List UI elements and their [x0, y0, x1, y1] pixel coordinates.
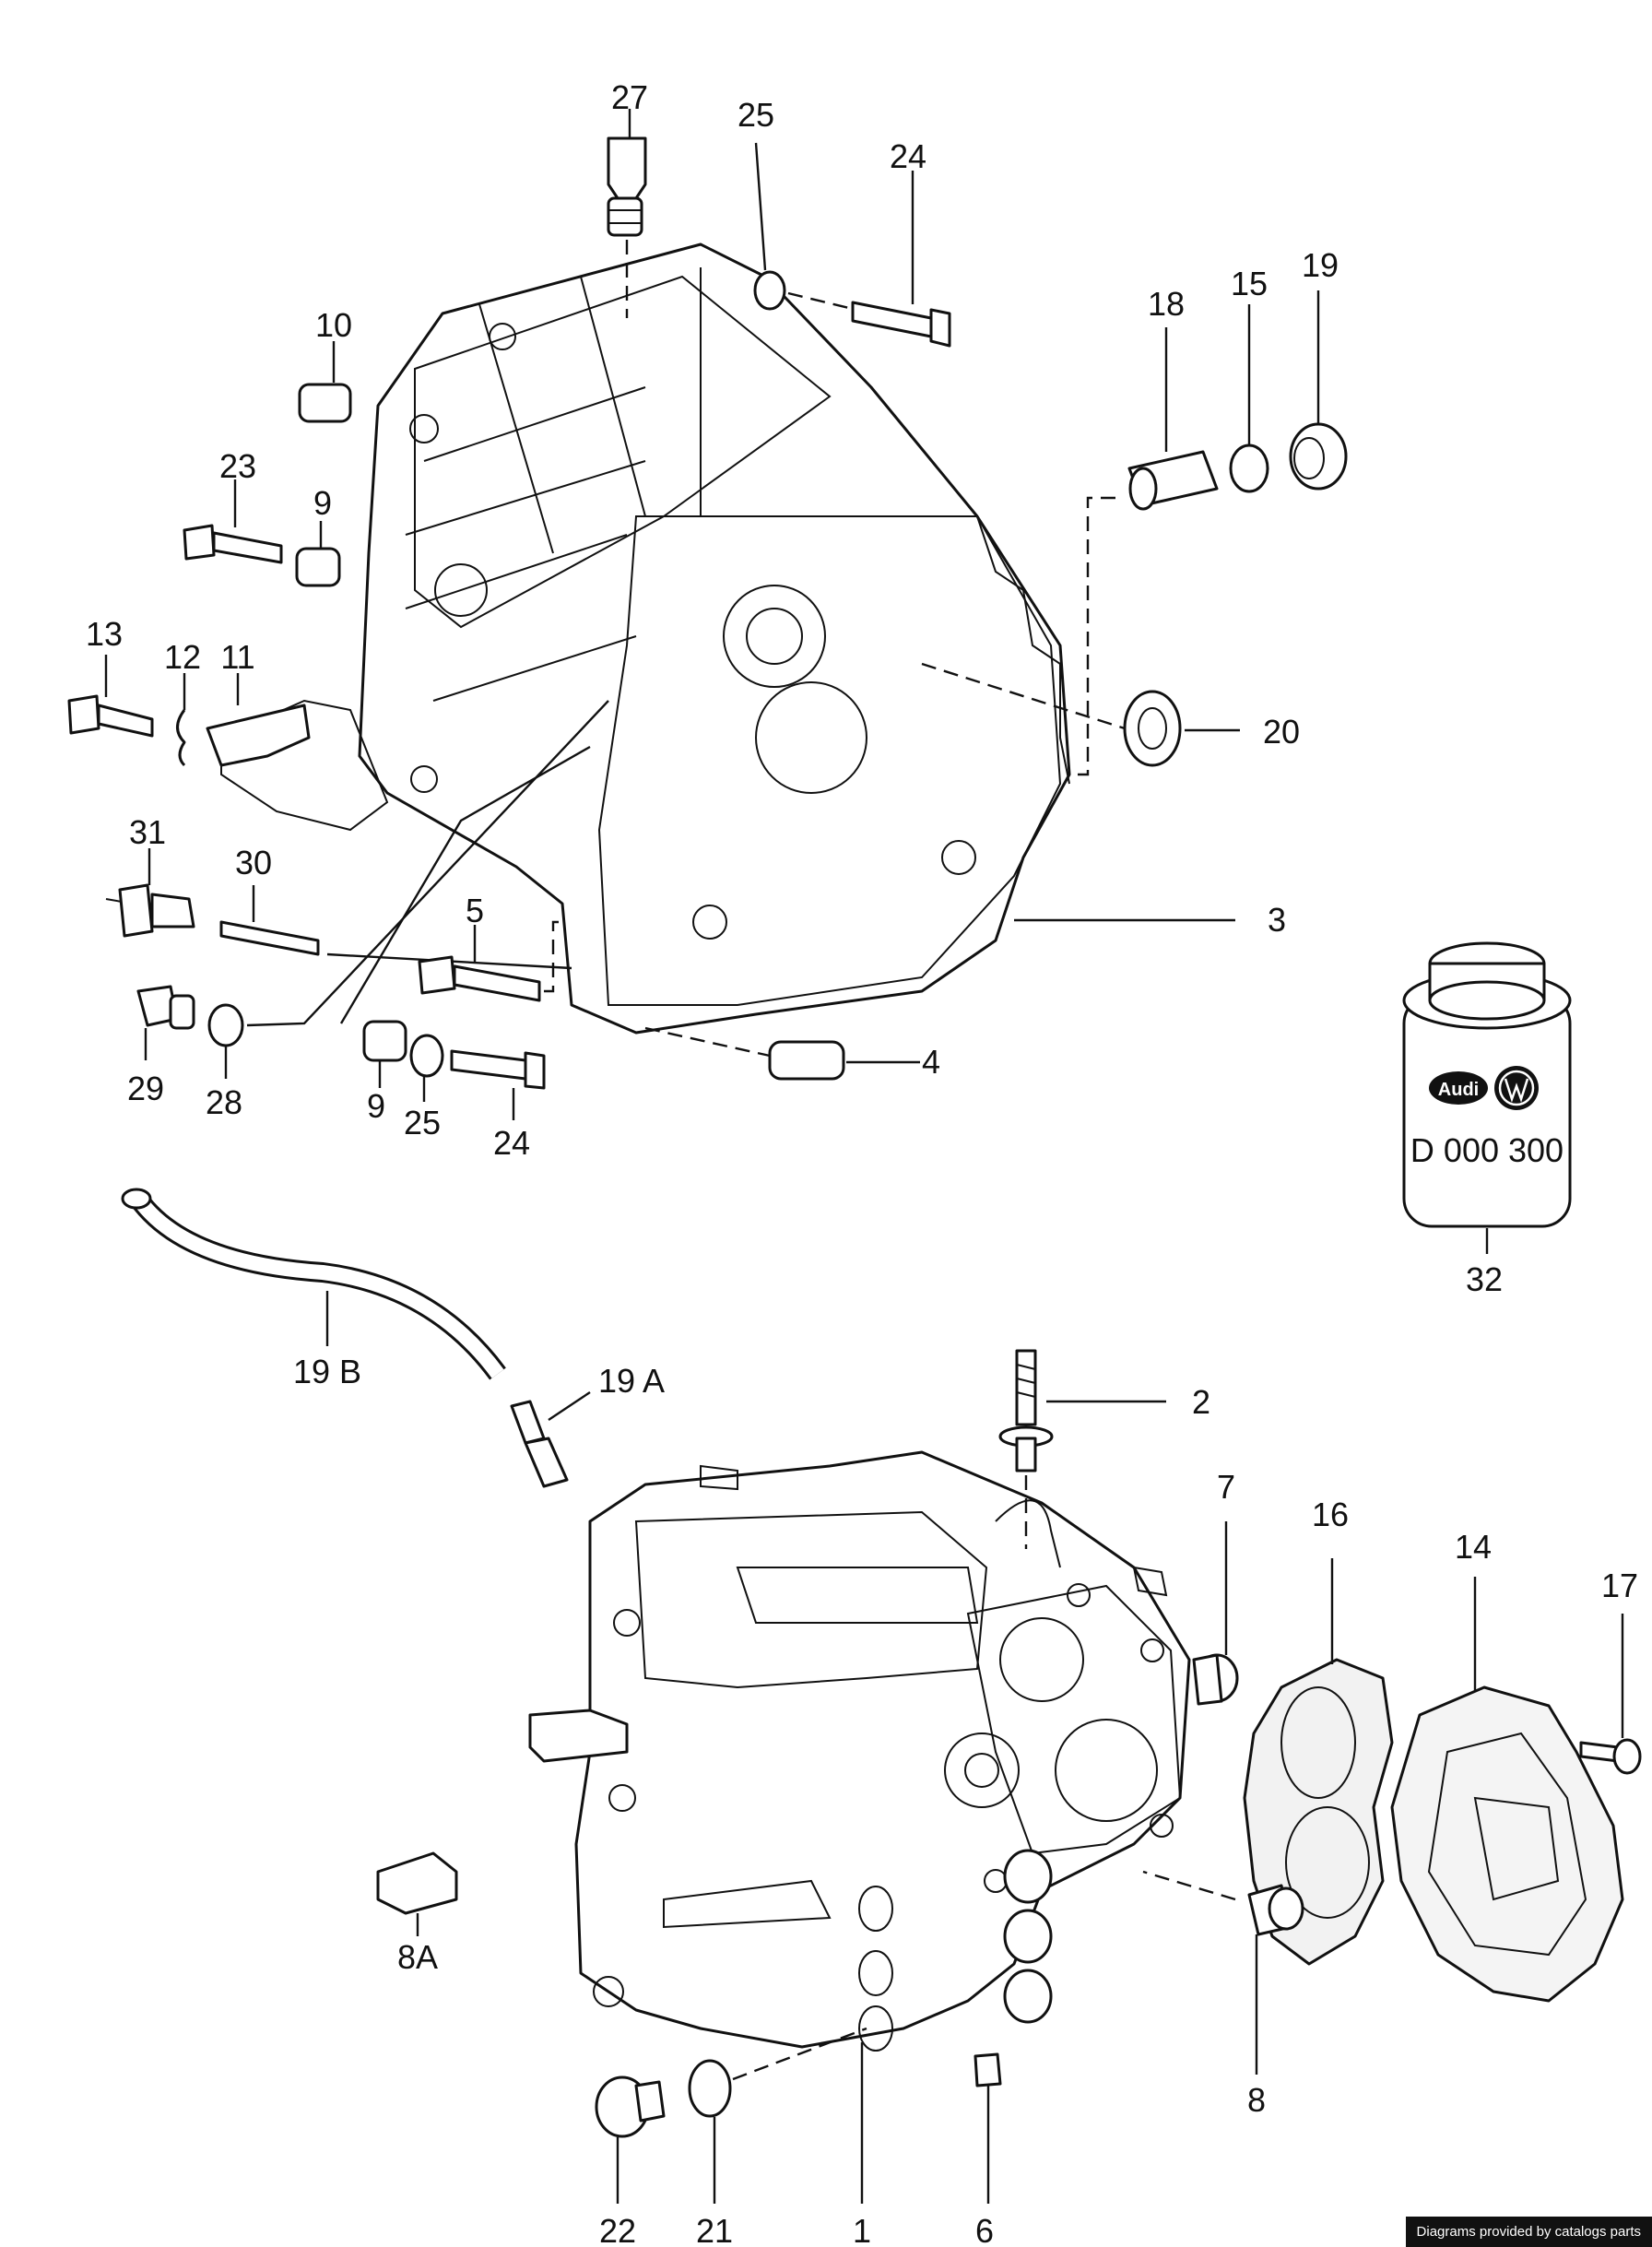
bolt-24-lower: [450, 1049, 546, 1090]
plug-6: [974, 2052, 1002, 2087]
callout-8A: 8A: [397, 1938, 438, 1976]
callout-1: 1: [853, 2212, 871, 2247]
sender-31: [105, 883, 195, 938]
plug-22: [595, 2076, 666, 2138]
callout-2: 2: [1192, 1383, 1210, 1421]
callout-5: 5: [466, 892, 484, 929]
callout-8: 8: [1247, 2081, 1266, 2119]
callout-17: 17: [1601, 1567, 1638, 1604]
gearbox-housing: [528, 1450, 1191, 2052]
bolt-23: [183, 524, 283, 564]
sealant-bottle-32: Audi D 000 300: [1402, 941, 1572, 1228]
callout-22: 22: [599, 2212, 636, 2247]
callout-29: 29: [127, 1070, 164, 1107]
callout-11: 11: [220, 638, 254, 676]
plug-8: [1142, 1870, 1304, 1936]
bracket-11: [206, 704, 311, 767]
dowel-4: [644, 1026, 845, 1081]
callout-19A: 19 A: [598, 1362, 665, 1400]
washer-25-top: [753, 270, 786, 311]
callout-16: 16: [1312, 1496, 1349, 1533]
callout-10: 10: [315, 306, 352, 344]
bolt-13: [67, 694, 154, 738]
clutch-housing: [220, 242, 1071, 1035]
hose-19B: [121, 1188, 506, 1380]
seal-19: [1289, 422, 1348, 491]
callout-25-top: 25: [738, 96, 774, 134]
bolt-5: [418, 955, 541, 1002]
bearing-20: [1123, 690, 1182, 767]
callout-24-lower: 24: [493, 1124, 530, 1162]
plug-29: [136, 985, 195, 1030]
callout-3: 3: [1268, 901, 1286, 939]
bolt-24-top: [851, 301, 951, 348]
callout-19: 19: [1302, 246, 1339, 284]
bottle-brand-label: Audi: [1438, 1080, 1479, 1100]
callout-18: 18: [1148, 285, 1185, 323]
bolt-17: [1579, 1738, 1642, 1775]
callout-27: 27: [611, 78, 648, 116]
plug-8A: [376, 1851, 458, 1915]
washer-28: [207, 1003, 244, 1047]
callout-24-top: 24: [890, 137, 926, 175]
clip-12: [176, 709, 186, 767]
callout-14: 14: [1455, 1528, 1492, 1566]
sleeve-9-upper: [295, 547, 341, 587]
callout-12: 12: [164, 638, 201, 676]
callout-9-lower: 9: [367, 1087, 385, 1125]
callout-9-upper: 9: [313, 484, 332, 522]
sleeve-9-lower: [362, 1020, 407, 1062]
fitting-19A: [510, 1400, 569, 1488]
callout-labels: 27 25 24 10 18 15 19 23 9 13 12 11 20 31…: [86, 78, 1638, 2247]
seal-18: [1127, 450, 1219, 511]
breather-27: [607, 136, 647, 318]
callout-23: 23: [219, 447, 256, 485]
callout-13: 13: [86, 615, 123, 653]
rod-30: [219, 920, 320, 956]
callout-32: 32: [1466, 1260, 1503, 1298]
bottle-code-label: D 000 300: [1410, 1131, 1564, 1169]
callout-30: 30: [235, 844, 272, 881]
cover-14: [1390, 1685, 1624, 2003]
callout-25-lower: 25: [404, 1104, 441, 1141]
credit-badge: Diagrams provided by catalogs parts: [1405, 2217, 1652, 2247]
callout-20: 20: [1263, 713, 1300, 751]
callout-19B: 19 B: [293, 1353, 361, 1390]
callout-6: 6: [975, 2212, 994, 2247]
washer-21: [688, 2059, 732, 2118]
plug-7: [1192, 1653, 1239, 1706]
washer-25-lower: [409, 1034, 444, 1078]
callout-31: 31: [129, 813, 166, 851]
callout-7: 7: [1217, 1468, 1235, 1506]
callout-15: 15: [1231, 265, 1268, 302]
stud-2: [998, 1349, 1054, 1549]
dowel-10: [298, 383, 352, 423]
leader-lines: [104, 109, 1624, 2204]
bush-15: [1229, 443, 1269, 493]
callout-28: 28: [206, 1083, 242, 1121]
callout-4: 4: [922, 1043, 940, 1081]
callout-21: 21: [696, 2212, 733, 2247]
